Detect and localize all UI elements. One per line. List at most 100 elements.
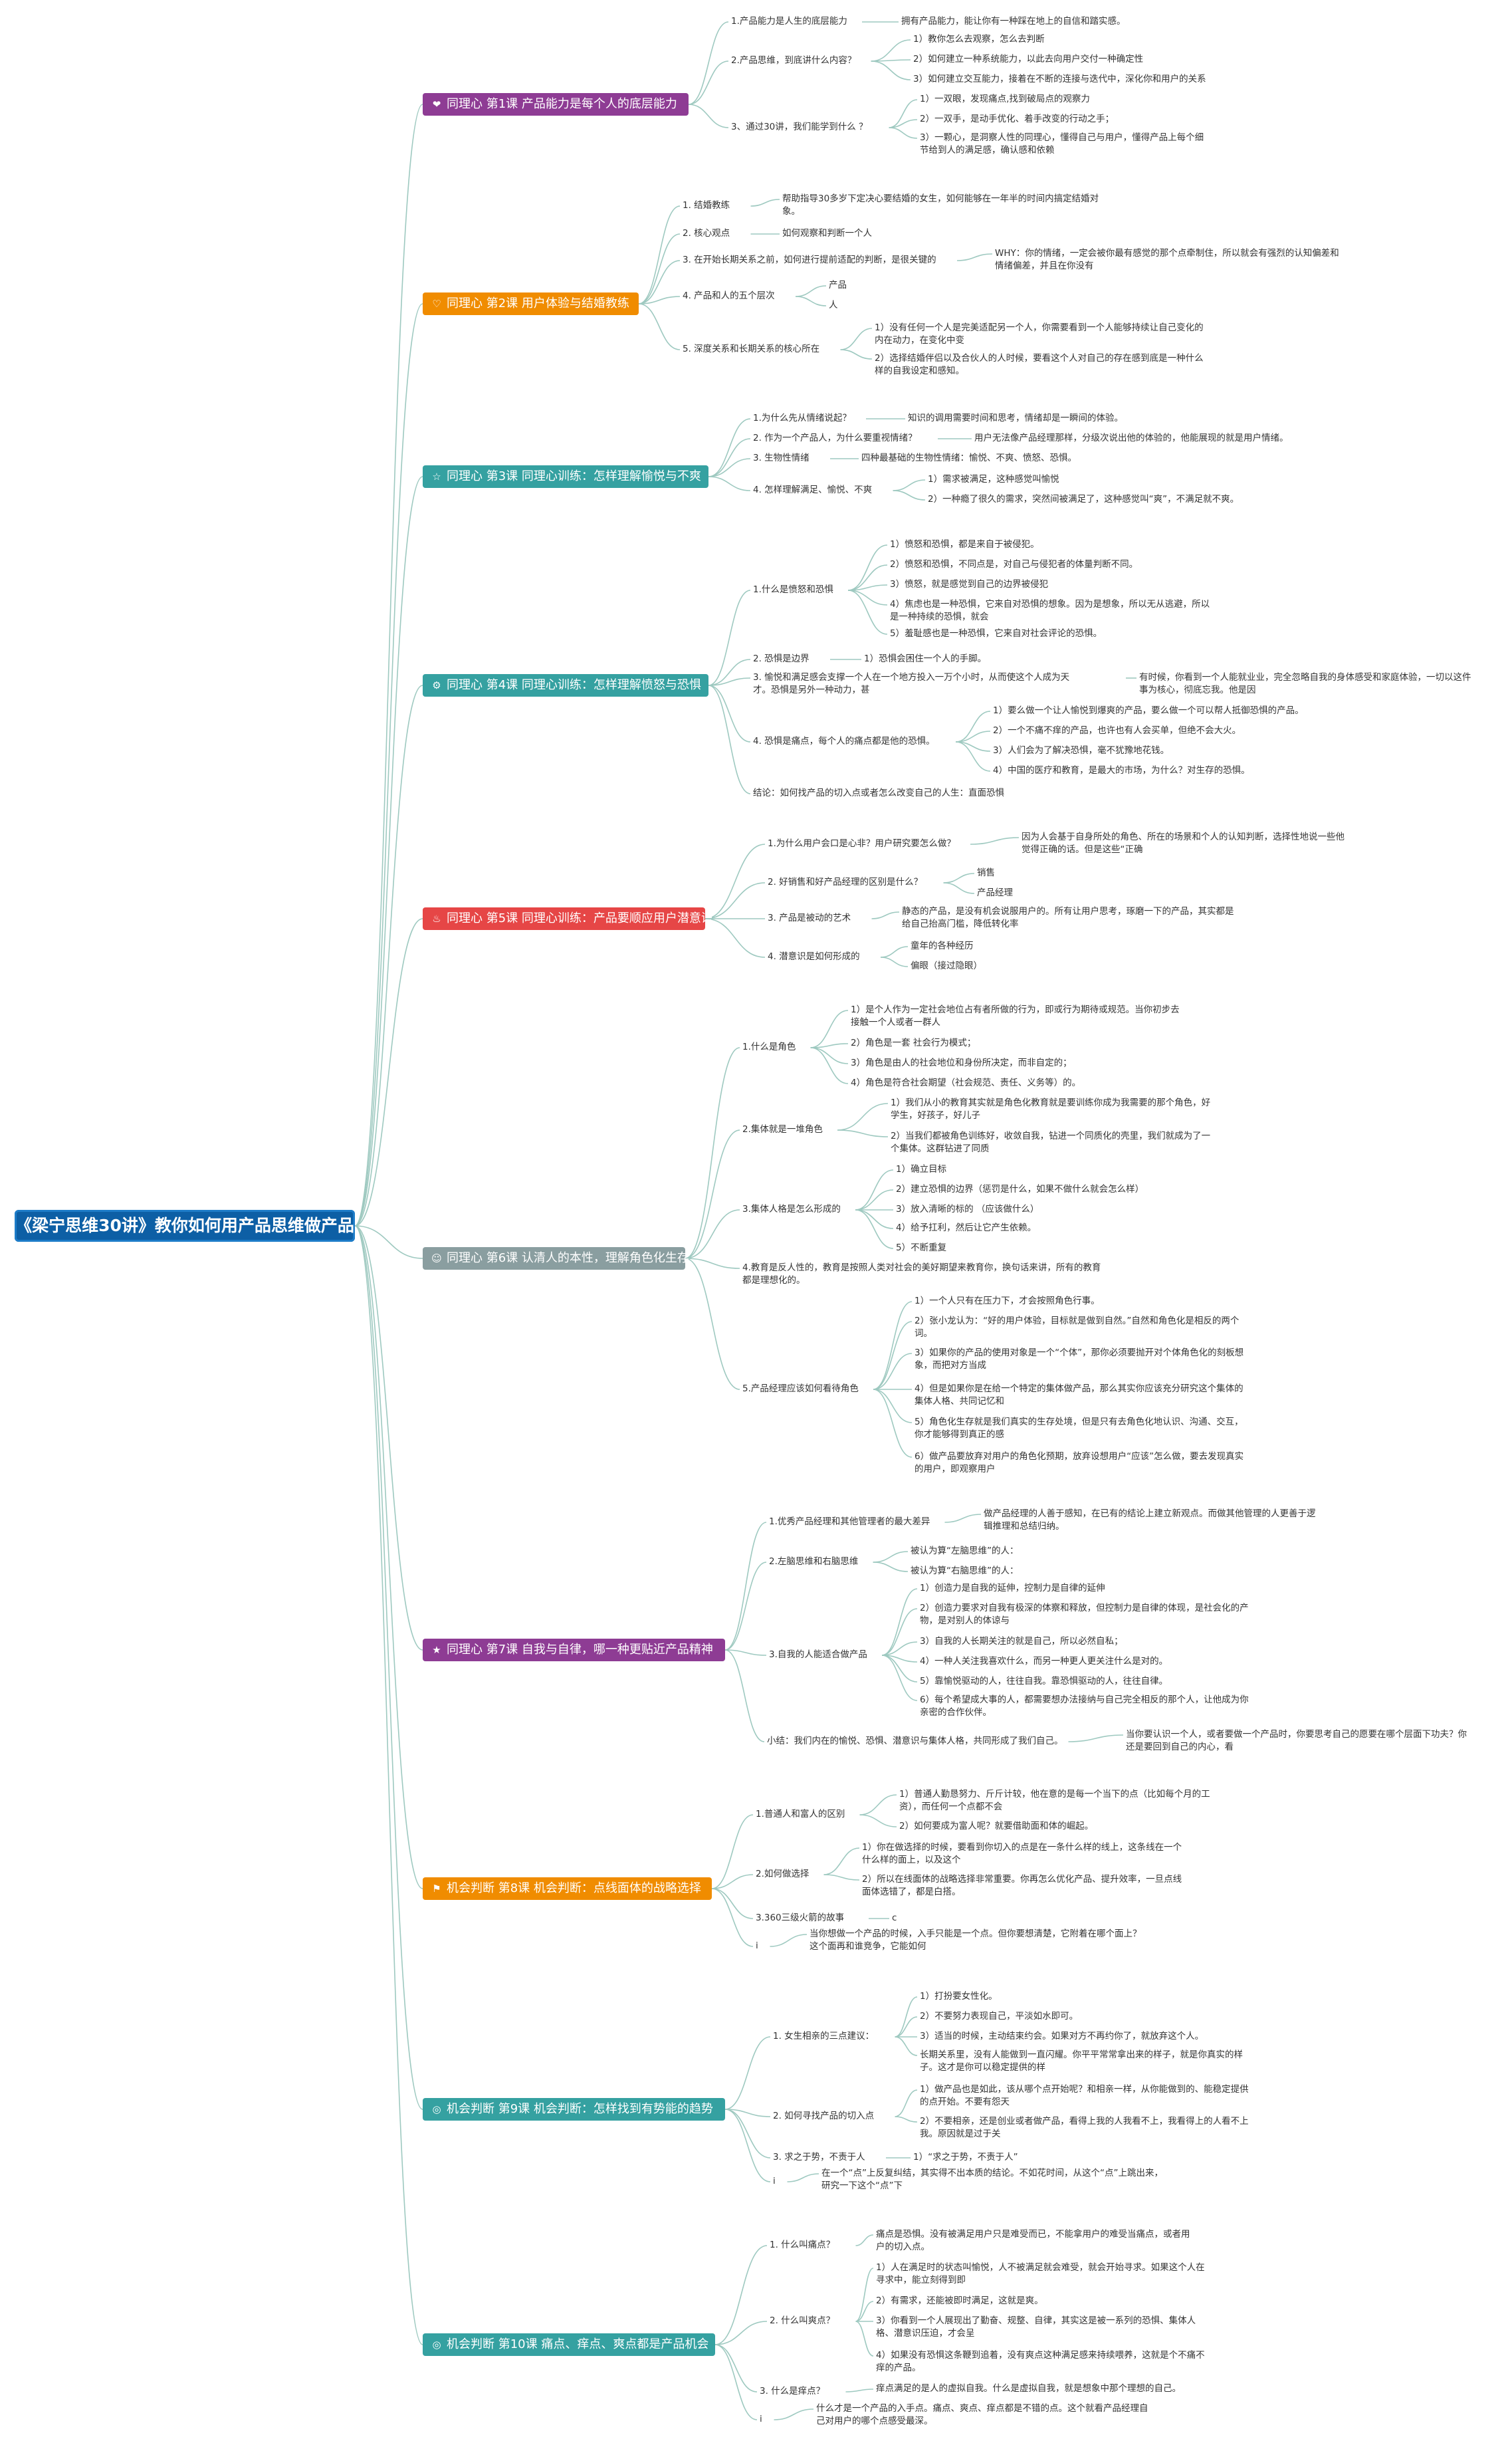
subtopic-node[interactable]: 长期关系里，没有人能做到一直闪耀。你平平常常拿出来的样子，就是你真实的样子。这才… <box>920 2049 1243 2073</box>
subtopic-node[interactable]: 产品 <box>829 280 847 291</box>
subtopic-node[interactable]: 拥有产品能力，能让你有一种踩在地上的自信和踏实感。 <box>901 16 1126 27</box>
subtopic-node[interactable]: 4）如果没有恐惧这条鞭到追着，没有爽点这种满足感来持续喂养，这就是个不痛不痒的产… <box>876 2350 1205 2373</box>
subtopic-node[interactable]: 四种最基础的生物性情绪：愉悦、不爽、愤怒、恐惧。 <box>861 453 1077 463</box>
subtopic-node[interactable]: 3）自我的人长期关注的就是自己，所以必然自私； <box>920 1636 1123 1647</box>
subtopic-node[interactable]: 2）建立恐惧的边界（惩罚是什么，如果不做什么就会怎么样） <box>896 1184 1144 1195</box>
topic-node[interactable]: 2. 如何寻找产品的切入点 <box>773 2111 875 2121</box>
subtopic-node[interactable]: 3）愤怒，就是感觉到自己的边界被侵犯 <box>890 579 1049 590</box>
topic-node[interactable]: 2. 核心观点 <box>683 228 730 239</box>
branch-4[interactable]: ⚙同理心 第4课 同理心训练：怎样理解愤怒与恐惧 <box>423 674 708 697</box>
topic-node[interactable]: 1. 结婚教练 <box>683 200 730 211</box>
subtopic-node[interactable]: 1）需求被满足，这种感觉叫愉悦 <box>928 474 1059 485</box>
subtopic-node[interactable]: 6）做产品要放弃对用户的角色化预期，放弃设想用户“应该”怎么做，要去发现真实的用… <box>915 1451 1244 1474</box>
topic-node[interactable]: 3. 愉悦和满足感会支撑一个人在一个地方投入一万个小时，从而使这个人成为天才。恐… <box>753 672 1070 695</box>
subtopic-node[interactable]: 2）不要相亲，还是创业或者做产品，看得上我的人我看不上，我看得上的人看不上我。原… <box>920 2116 1249 2139</box>
subtopic-node[interactable]: 3）你看到一个人展现出了勤奋、规整、自律，其实这是被一系列的恐惧、集体人格、潜意… <box>876 2315 1196 2339</box>
subtopic-node[interactable]: 2）当我们都被角色训练好，收敛自我，钻进一个同质化的壳里，我们就成为了一个集体。… <box>891 1131 1211 1154</box>
topic-node[interactable]: i <box>760 2414 762 2424</box>
topic-node[interactable]: 1.产品能力是人生的底层能力 <box>731 16 847 27</box>
subtopic-node[interactable]: 1）没有任何一个人是完美适配另一个人，你需要看到一个人能够持续让自己变化的内在动… <box>875 322 1204 346</box>
topic-node[interactable]: 5.产品经理应该如何看待角色 <box>742 1383 859 1394</box>
topic-node[interactable]: 1. 什么叫痛点？ <box>770 2240 835 2250</box>
subtopic-node[interactable]: 1）“求之于势，不责于人” <box>913 2152 1018 2162</box>
subtopic-node[interactable]: 2）如何建立一种系统能力，以此去向用户交付一种确定性 <box>913 54 1144 64</box>
subtopic-node[interactable]: 3）如果你的产品的使用对象是一个“个体”，那你必须要抛开对个体角色化的刻板想象，… <box>915 1347 1244 1371</box>
topic-node[interactable]: 2. 作为一个产品人，为什么要重视情绪？ <box>753 433 917 443</box>
subtopic-node[interactable]: 2）不要努力表现自己，平淡如水即可。 <box>920 2011 1079 2022</box>
subtopic-node[interactable]: 2）一个不痛不痒的产品，也许也有人会买单，但绝不会大火。 <box>993 725 1242 736</box>
subtopic-node[interactable]: 如何观察和判断一个人 <box>782 228 872 239</box>
subtopic-node[interactable]: 在一个“点”上反复纠结，其实得不出本质的结论。不如花时间，从这个“点”上跳出来，… <box>821 2168 1163 2191</box>
subtopic-node[interactable]: 1）我们从小的教育其实就是角色化教育就是要训练你成为我需要的那个角色，好学生，好… <box>891 1098 1211 1121</box>
subtopic-node[interactable]: 痒点满足的是人的虚拟自我。什么是虚拟自我，就是想象中那个理想的自己。 <box>876 2383 1181 2394</box>
subtopic-node[interactable]: 1）做产品也是如此，该从哪个点开始呢？和相亲一样，从你能做到的、能稳定提供的点开… <box>920 2084 1249 2107</box>
topic-node[interactable]: 2. 恐惧是边界 <box>753 653 810 664</box>
topic-node[interactable]: 3. 什么是痒点？ <box>760 2386 825 2396</box>
topic-node[interactable]: 2. 什么叫爽点？ <box>770 2315 835 2326</box>
topic-node[interactable]: 3. 生物性情绪 <box>753 453 810 463</box>
subtopic-node[interactable]: 1）打扮要女性化。 <box>920 1991 998 2002</box>
branch-5[interactable]: ♨同理心 第5课 同理心训练：产品要顺应用户潜意识 <box>423 907 713 930</box>
branch-10[interactable]: ◎机会判断 第10课 痛点、痒点、爽点都是产品机会 <box>423 2333 715 2356</box>
subtopic-node[interactable]: 做产品经理的人善于感知，在已有的结论上建立新观点。而做其他管理的人更善于逻辑推理… <box>984 1508 1316 1532</box>
subtopic-node[interactable]: 用户无法像产品经理那样，分级次说出他的体验的，他能展现的就是用户情绪。 <box>974 433 1289 443</box>
topic-node[interactable]: 4.教育是反人性的，教育是按照人类对社会的美好期望来教育你，换句话来讲，所有的教… <box>742 1262 1101 1286</box>
topic-node[interactable]: 2.如何做选择 <box>756 1869 810 1879</box>
subtopic-node[interactable]: 1）创造力是自我的延伸，控制力是自律的延伸 <box>920 1583 1105 1593</box>
subtopic-node[interactable]: 当你要认识一个人，或者要做一个产品时，你要思考自己的愿要在哪个层面下功夫？你还是… <box>1126 1729 1467 1752</box>
branch-2[interactable]: ♡同理心 第2课 用户体验与结婚教练 <box>423 292 639 315</box>
topic-node[interactable]: 1.普通人和富人的区别 <box>756 1809 845 1819</box>
topic-node[interactable]: 5. 深度关系和长期关系的核心所在 <box>683 344 820 354</box>
subtopic-node[interactable]: 3）如何建立交互能力，接着在不断的连接与迭代中，深化你和用户的关系 <box>913 74 1206 84</box>
topic-node[interactable]: 3.集体人格是怎么形成的 <box>742 1204 841 1215</box>
subtopic-node[interactable]: 1）要么做一个让人愉悦到爆爽的产品，要么做一个可以帮人抵御恐惧的产品。 <box>993 705 1304 716</box>
subtopic-node[interactable]: 4）中国的医疗和教育，是最大的市场，为什么？对生存的恐惧。 <box>993 765 1250 776</box>
topic-node[interactable]: 4. 潜意识是如何形成的 <box>768 951 860 962</box>
branch-1[interactable]: ❤同理心 第1课 产品能力是每个人的底层能力 <box>423 93 689 116</box>
topic-node[interactable]: 1.什么是角色 <box>742 1042 796 1052</box>
topic-node[interactable]: 1.为什么用户会口是心非？用户研究要怎么做？ <box>768 838 956 849</box>
branch-8[interactable]: ⚑机会判断 第8课 机会判断：点线面体的战略选择 <box>423 1877 712 1900</box>
subtopic-node[interactable]: 童年的各种经历 <box>911 941 974 951</box>
subtopic-node[interactable]: 当你想做一个产品的时候，入手只能是一个点。但你要想清楚，它附着在哪个面上？这个面… <box>810 1928 1142 1952</box>
branch-3[interactable]: ☆同理心 第3课 同理心训练：怎样理解愉悦与不爽 <box>423 465 708 488</box>
subtopic-node[interactable]: 有时候，你看到一个人能就业业，完全忽略自我的身体感受和家庭体验，一切以这件事为核… <box>1139 672 1471 695</box>
subtopic-node[interactable]: 1）确立目标 <box>896 1164 947 1175</box>
topic-node[interactable]: 1.优秀产品经理和其他管理者的最大差异 <box>769 1516 930 1527</box>
subtopic-node[interactable]: 1）人在满足时的状态叫愉悦，人不被满足就会难受，就会开始寻求。如果这个人在寻求中… <box>876 2262 1205 2285</box>
topic-node[interactable]: 小结：我们内在的愉悦、恐惧、潜意识与集体人格，共同形成了我们自己。 <box>767 1736 1063 1746</box>
subtopic-node[interactable]: 2）所以在线面体的战略选择非常重要。你再怎么优化产品、提升效率，一旦点线面体选错… <box>862 1874 1182 1897</box>
topic-node[interactable]: 1.为什么先从情绪说起？ <box>753 413 851 423</box>
topic-node[interactable]: 1.什么是愤怒和恐惧 <box>753 584 833 595</box>
subtopic-node[interactable]: 4）一种人关注我喜欢什么，而另一种更人更关注什么是对的。 <box>920 1656 1168 1667</box>
subtopic-node[interactable]: 1）愤怒和恐惧，都是来自于被侵犯。 <box>890 539 1039 550</box>
subtopic-node[interactable]: 什么才是一个产品的入手点。痛点、爽点、痒点都是不错的点。这个就看产品经理自己对用… <box>816 2403 1148 2426</box>
subtopic-node[interactable]: 4）角色是符合社会期望（社会规范、责任、义务等）的。 <box>851 1078 1081 1088</box>
subtopic-node[interactable]: 1）是个人作为一定社会地位占有者所做的行为，即或行为期待或规范。当你初步去接触一… <box>851 1004 1180 1028</box>
subtopic-node[interactable]: 5）角色化生存就是我们真实的生存处境，但是只有去角色化地认识、沟通、交互，你才能… <box>915 1417 1243 1440</box>
subtopic-node[interactable]: 1）恐惧会困住一个人的手脚。 <box>864 653 987 664</box>
subtopic-node[interactable]: 被认为算“左脑思维”的人： <box>911 1546 1019 1556</box>
branch-9[interactable]: ◎机会判断 第9课 机会判断：怎样找到有势能的趋势 <box>423 2098 725 2121</box>
subtopic-node[interactable]: 痛点是恐惧。没有被满足用户只是难受而已，不能拿用户的难受当痛点，或者用户的切入点… <box>876 2229 1190 2252</box>
topic-node[interactable]: 1. 女生相亲的三点建议： <box>773 2031 875 2042</box>
subtopic-node[interactable]: 2）有需求，还能被即时满足，这就是爽。 <box>876 2295 1043 2306</box>
subtopic-node[interactable]: 4）但是如果你是在给一个特定的集体做产品，那么其实你应该充分研究这个集体的集体人… <box>915 1383 1243 1407</box>
subtopic-node[interactable]: 3）一颗心，是洞察人性的同理心，懂得自己与用户，懂得产品上每个细节给到人的满足感… <box>920 132 1204 156</box>
subtopic-node[interactable]: 因为人会基于自身所处的角色、所在的场景和个人的认知判断，选择性地说一些他觉得正确… <box>1022 832 1345 855</box>
topic-node[interactable]: 3.自我的人能适合做产品 <box>769 1649 867 1660</box>
subtopic-node[interactable]: 静态的产品，是没有机会说服用户的。所有让用户思考，琢磨一下的产品，其实都是给自己… <box>902 906 1234 929</box>
topic-node[interactable]: 2.左脑思维和右脑思维 <box>769 1556 859 1567</box>
subtopic-node[interactable]: 产品经理 <box>977 887 1013 898</box>
subtopic-node[interactable]: 5）羞耻感也是一种恐惧，它来自对社会评论的恐惧。 <box>890 628 1103 639</box>
subtopic-node[interactable]: 2）一双手，是动手优化、着手改变的行动之手； <box>920 114 1115 124</box>
subtopic-node[interactable]: 4）焦虑也是一种恐惧，它来自对恐惧的想象。因为是想象，所以无从逃避，所以是一种持… <box>890 599 1210 622</box>
topic-node[interactable]: 2.产品思维，到底讲什么内容？ <box>731 55 857 66</box>
subtopic-node[interactable]: 3）角色是由人的社会地位和身份所决定，而非自定的； <box>851 1058 1072 1068</box>
topic-node[interactable]: 4. 怎样理解满足、愉悦、不爽 <box>753 485 873 495</box>
subtopic-node[interactable]: WHY：你的情绪，一定会被你最有感觉的那个点牵制住，所以就会有强烈的认知偏差和情… <box>995 248 1339 271</box>
subtopic-node[interactable]: 6）每个希望成大事的人，都需要想办法接纳与自己完全相反的那个人，让他成为你亲密的… <box>920 1694 1249 1718</box>
subtopic-node[interactable]: 3）放入清晰的标的 （应该做什么） <box>896 1204 1039 1215</box>
subtopic-node[interactable]: 2）一种瘾了很久的需求，突然间被满足了，这种感觉叫“爽”，不满足就不爽。 <box>928 494 1240 505</box>
subtopic-node[interactable]: 4）给予扛利，然后让它产生依赖。 <box>896 1223 1037 1233</box>
